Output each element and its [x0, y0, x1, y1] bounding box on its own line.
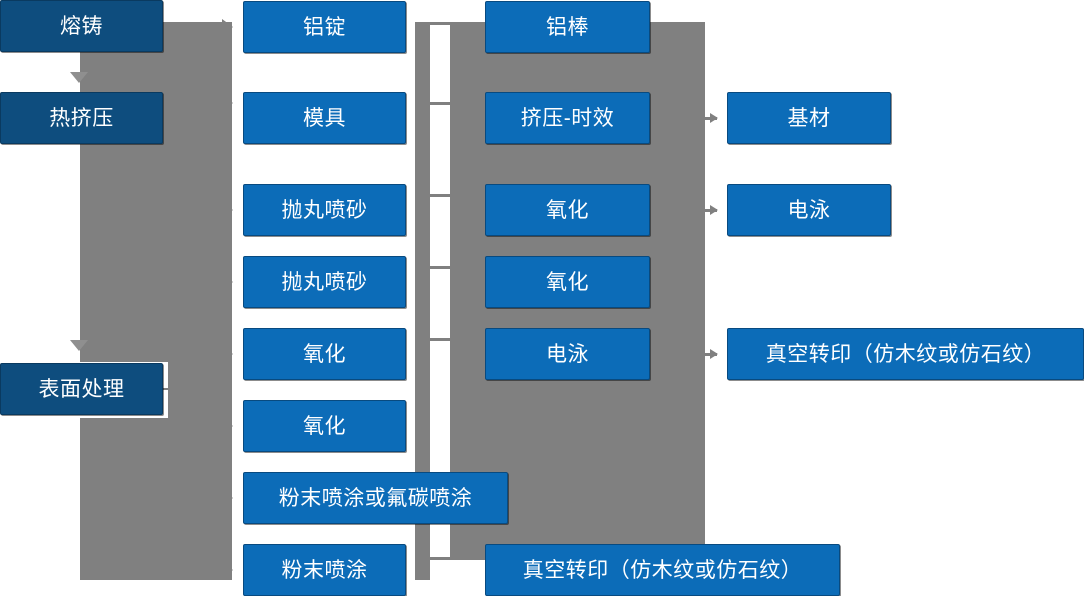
- arrow-icon-c2-7: [222, 490, 233, 506]
- arrow-icon-c2-3: [222, 202, 233, 218]
- process-box-electrophoresis-c4[interactable]: 电泳: [727, 184, 891, 236]
- process-box-oxidation-c2-2[interactable]: 氧化: [243, 400, 406, 452]
- process-box-extrusion-aging[interactable]: 挤压-时效: [485, 92, 650, 144]
- arrow-icon-c2-2: [222, 95, 233, 111]
- arrow-icon-c2-1: [222, 19, 233, 35]
- comb-tooth-6: [430, 557, 450, 560]
- chevron-down-icon-2: [70, 340, 88, 351]
- process-box-powder-coating[interactable]: 粉末喷涂: [243, 544, 406, 596]
- stage-box-surface-treatment[interactable]: 表面处理: [0, 363, 163, 415]
- process-box-vacuum-transfer-c3[interactable]: 真空转印（仿木纹或仿石纹）: [485, 544, 840, 596]
- process-box-electrophoresis-c3[interactable]: 电泳: [485, 328, 650, 380]
- stage-surface-stem: [163, 388, 185, 390]
- process-box-oxidation-c3-2[interactable]: 氧化: [485, 256, 650, 308]
- process-box-powder-or-fluorocarbon-coating[interactable]: 粉末喷涂或氟碳喷涂: [243, 472, 508, 524]
- arrow-icon-c2-8: [222, 562, 233, 578]
- stage-box-melting[interactable]: 熔铸: [0, 0, 163, 52]
- comb-tooth-1: [430, 22, 450, 25]
- process-box-oxidation-c3-1[interactable]: 氧化: [485, 184, 650, 236]
- arrow-icon-c4-2: [710, 205, 718, 215]
- arrow-icon-c4-1: [710, 113, 718, 123]
- connector-comb-bar: [415, 22, 430, 580]
- comb-tooth-2: [430, 102, 450, 105]
- comb-tooth-3: [430, 194, 450, 197]
- stage-box-hot-extrusion[interactable]: 热挤压: [0, 92, 163, 144]
- process-box-aluminum-ingot[interactable]: 铝锭: [243, 1, 406, 53]
- arrow-icon-c4-3: [710, 349, 718, 359]
- process-box-vacuum-transfer-c4[interactable]: 真空转印（仿木纹或仿石纹）: [727, 328, 1084, 380]
- arrow-icon-c2-5: [222, 346, 233, 362]
- chevron-down-icon-1: [70, 72, 88, 83]
- process-box-mold[interactable]: 模具: [243, 92, 406, 144]
- process-box-aluminum-bar[interactable]: 铝棒: [485, 1, 650, 53]
- process-box-shot-blasting-2[interactable]: 抛丸喷砂: [243, 256, 406, 308]
- comb-tooth-4: [430, 266, 450, 269]
- arrow-icon-c2-4: [222, 274, 233, 290]
- comb-tooth-5: [430, 338, 450, 341]
- process-box-substrate[interactable]: 基材: [727, 92, 891, 144]
- process-box-oxidation-c2-1[interactable]: 氧化: [243, 328, 406, 380]
- process-box-shot-blasting-1[interactable]: 抛丸喷砂: [243, 184, 406, 236]
- arrow-icon-c2-6: [222, 418, 233, 434]
